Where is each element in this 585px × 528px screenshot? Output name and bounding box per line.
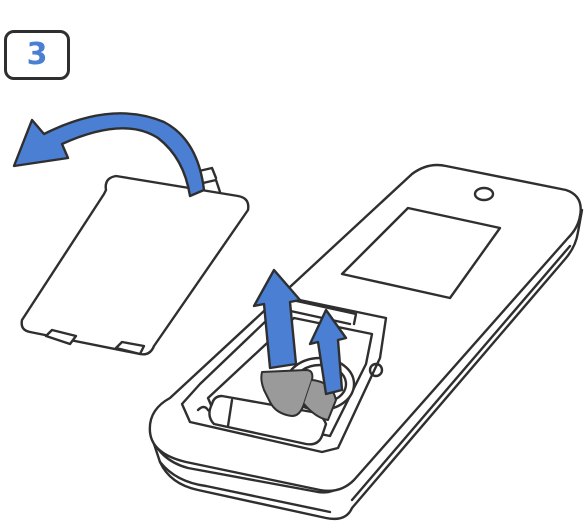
cover-slab: [22, 176, 249, 354]
battery-cover: [22, 168, 249, 354]
